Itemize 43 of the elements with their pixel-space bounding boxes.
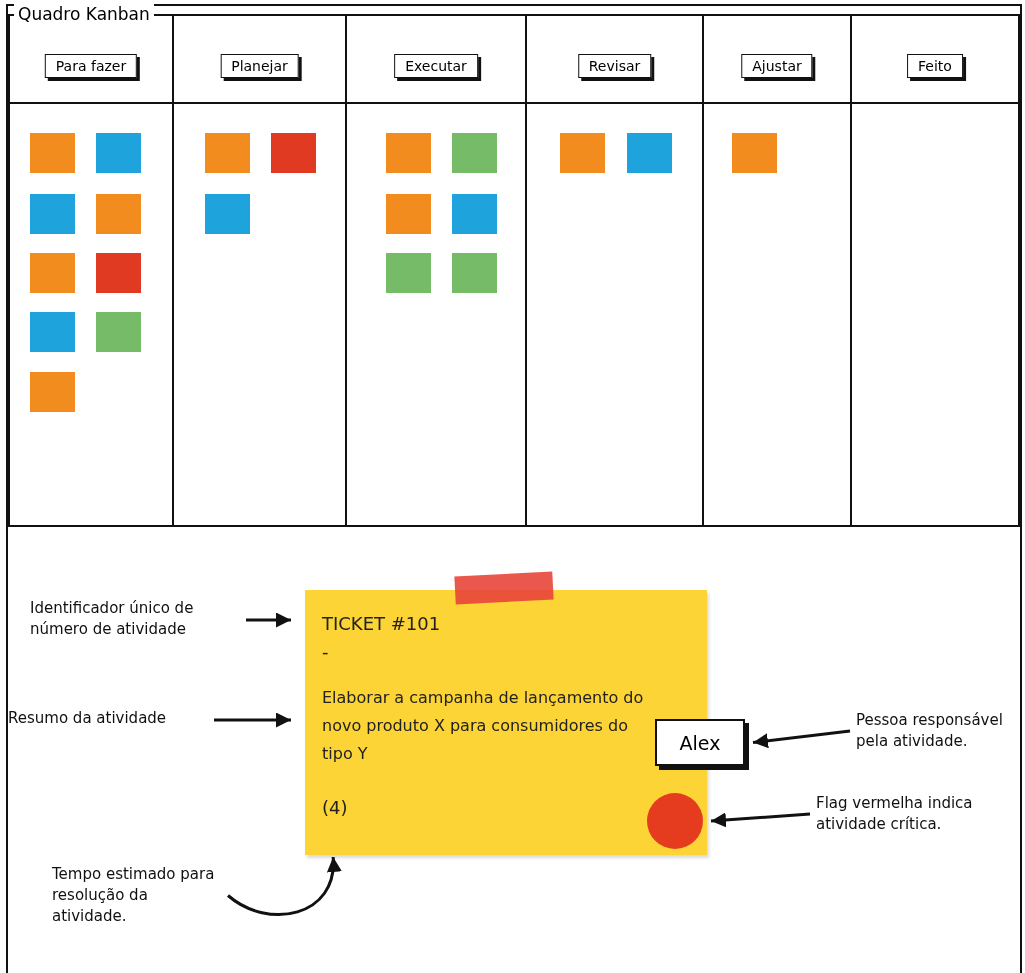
arrow (752, 729, 851, 749)
task-card (205, 133, 250, 173)
flag-dot (647, 793, 703, 849)
arrow (246, 612, 291, 628)
column-header: Revisar (577, 54, 652, 78)
arrow (227, 856, 341, 916)
column-header: Ajustar (741, 54, 813, 78)
task-card (386, 133, 431, 173)
column-header: Feito (907, 54, 963, 78)
task-card (627, 133, 672, 173)
task-card (386, 194, 431, 234)
annotation-text: Tempo estimado para resolução da atividade. (52, 864, 222, 927)
ticket-id: TICKET #101 (322, 612, 441, 636)
task-card (96, 133, 141, 173)
task-card (732, 133, 777, 173)
task-card (30, 194, 75, 234)
task-card (386, 253, 431, 293)
task-card (96, 194, 141, 234)
annotation-text: Resumo da atividade (8, 708, 208, 729)
task-card (271, 133, 316, 173)
task-card (30, 372, 75, 412)
column-header: Para fazer (44, 54, 138, 78)
task-card (30, 312, 75, 352)
task-card (30, 253, 75, 293)
task-card (452, 194, 497, 234)
annotation-text: Pessoa responsável pela atividade. (856, 710, 1006, 752)
ticket-summary: Elaborar a campanha de lançamento do novo produto X para consumidores do tipo Y (322, 687, 645, 765)
task-card (96, 253, 141, 293)
annotation-text: Identificador único de número de atividade (30, 598, 240, 640)
arrow (214, 712, 291, 728)
task-card (30, 133, 75, 173)
annotation-text: Flag vermelha indica atividade crítica. (816, 793, 976, 835)
column-header: Planejar (220, 54, 299, 78)
task-card (96, 312, 141, 352)
column-header: Executar (394, 54, 478, 78)
arrow (710, 812, 811, 828)
task-card (452, 253, 497, 293)
task-card (205, 194, 250, 234)
task-card (452, 133, 497, 173)
dash-text: - (322, 640, 329, 664)
task-card (560, 133, 605, 173)
estimate-text: (4) (322, 796, 348, 820)
board-title: Quadro Kanban (14, 4, 154, 24)
